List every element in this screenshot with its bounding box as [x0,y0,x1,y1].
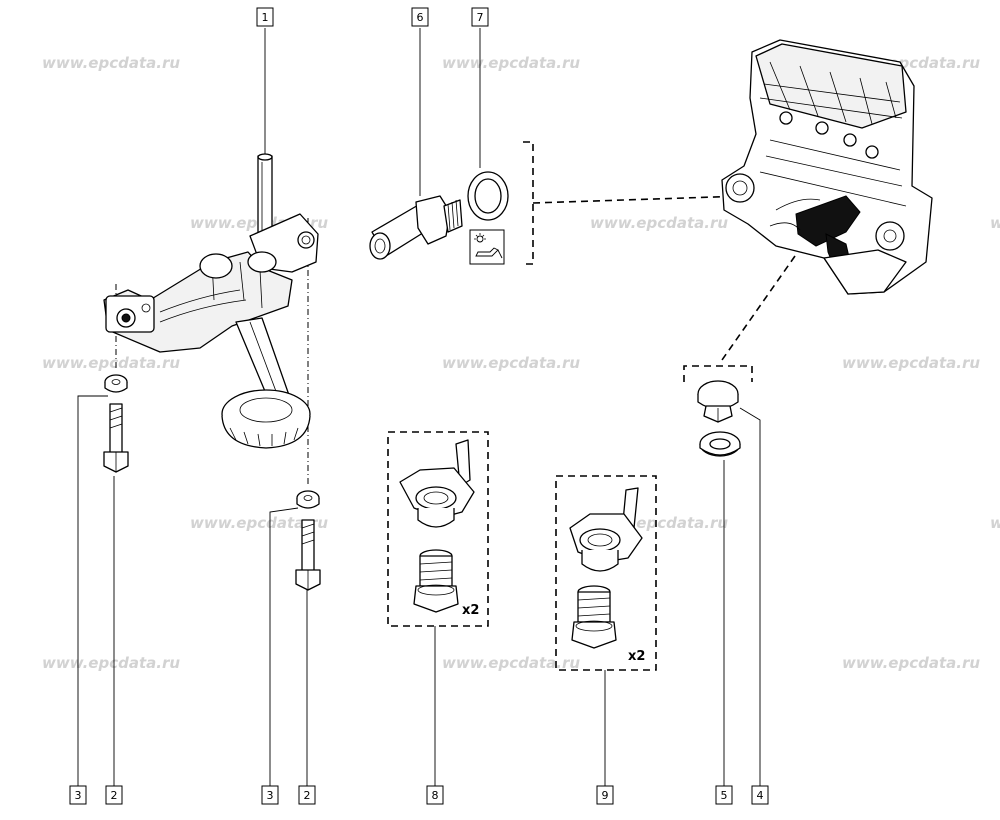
engine-block-illustration [721,39,933,295]
watermark: www.epcdata.ru [42,54,180,72]
oil-jet-bolt-8 [413,549,459,613]
callout-7[interactable]: 7 [471,7,489,27]
switch-hex-nut [415,195,451,245]
svg-text:4: 4 [757,789,764,802]
bolt-right [295,519,321,591]
oil-pressure-switch [369,195,463,260]
callout-9[interactable]: 9 [596,785,614,805]
switch-connector-end [369,232,391,260]
part-8-group-frame [387,431,489,627]
svg-text:3: 3 [267,789,274,802]
part-9-quantity: x2 [628,649,645,664]
callout-2[interactable]: 2 [105,785,123,805]
watermark: www.epcdata.ru [842,354,980,372]
callout-5[interactable]: 5 [715,785,733,805]
callout-1[interactable]: 1 [256,7,274,27]
washer-left [104,374,128,393]
watermark: www.epcdata.ru [842,654,980,672]
svg-text:7: 7 [477,11,484,24]
oil-jet-bolt-9 [571,585,617,649]
watermark: www.epcdata.ru [442,354,580,372]
drain-plug-washer [699,431,741,457]
watermark: www.epcdata.ru [990,214,1000,232]
oil-pump-assembly [103,153,319,449]
piston-oil-jet-9 [569,487,643,572]
watermark: www.epcdata.ru [442,654,580,672]
svg-text:8: 8 [432,789,439,802]
watermark: www.epcdata.ru [590,214,728,232]
piston-oil-jet-8 [399,439,475,528]
washer-right [296,490,320,509]
watermark: www.epcdata.ru [42,654,180,672]
oil-drain-plug [697,380,739,423]
callout-3[interactable]: 3 [69,785,87,805]
svg-text:9: 9 [602,789,609,802]
watermark: www.epcdata.ru [442,54,580,72]
callout-8[interactable]: 8 [426,785,444,805]
callout-4[interactable]: 4 [751,785,769,805]
sealing-ring [467,171,509,221]
svg-text:2: 2 [304,789,311,802]
part-9-group-frame [555,475,657,671]
bolt-left [103,403,129,473]
oil-can-warning-icon [469,229,505,265]
callout-2[interactable]: 2 [298,785,316,805]
engine-filter-mount-highlight [795,195,861,247]
watermark: www.epcdata.ru [990,514,1000,532]
svg-text:1: 1 [262,11,269,24]
watermark: www.epcdata.ru [42,354,180,372]
part-8-quantity: x2 [462,603,479,618]
svg-text:2: 2 [111,789,118,802]
svg-text:5: 5 [721,789,728,802]
svg-text:3: 3 [75,789,82,802]
svg-text:6: 6 [417,11,424,24]
callout-3[interactable]: 3 [261,785,279,805]
callout-6[interactable]: 6 [411,7,429,27]
watermark: www.epcdata.ru [190,514,328,532]
leader-lines [77,28,761,786]
